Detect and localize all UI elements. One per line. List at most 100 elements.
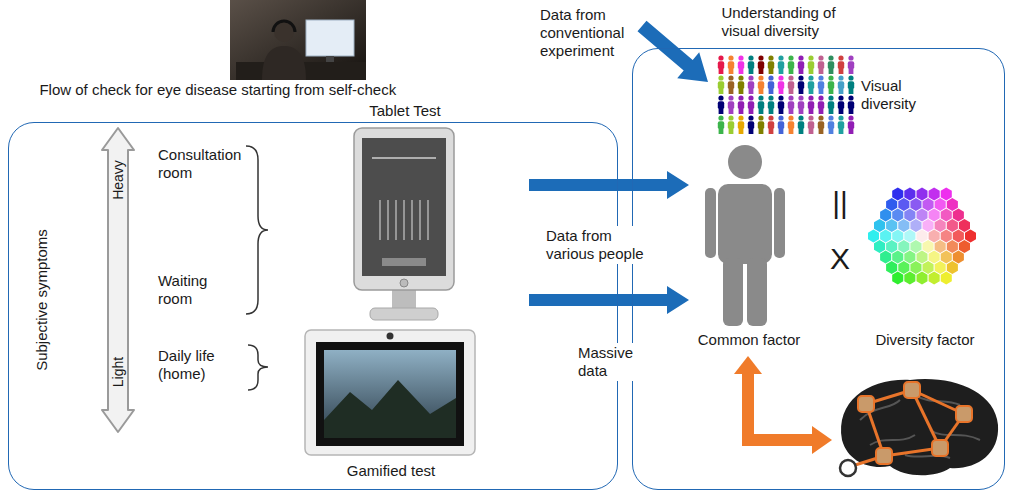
person-figure: [809, 69, 814, 74]
person-figure: [758, 81, 764, 89]
tablet-picture: [396, 200, 397, 240]
person-figure: [828, 61, 834, 69]
person-figure: [789, 109, 794, 114]
data-flow-arrow: [638, 21, 709, 82]
node-heading: Gamified test: [301, 462, 481, 480]
tablet-picture: [400, 279, 408, 287]
person-figure: [798, 101, 804, 109]
brain-network-picture: [840, 460, 856, 476]
person-figure: [818, 101, 824, 109]
color-hexagon: [917, 251, 928, 264]
color-hexagon: [923, 261, 934, 274]
person-figure: [809, 89, 814, 94]
person-figure: [749, 89, 754, 94]
person-figure: [729, 69, 734, 74]
person-figure: [719, 109, 724, 114]
person-figure: [788, 101, 794, 109]
tablet-picture: [372, 157, 436, 159]
person-figure: [758, 75, 763, 80]
person-figure: [728, 75, 733, 80]
visual-diversity-group: Visual diversity: [861, 77, 941, 121]
person-figure: [738, 95, 743, 100]
person-icon: [705, 188, 716, 258]
color-hexagon: [886, 240, 897, 253]
color-hexagon: [910, 219, 921, 232]
person-figure: [778, 75, 783, 80]
person-figure: [749, 69, 754, 74]
person-figure: [758, 115, 763, 120]
person-figure: [758, 55, 763, 60]
person-figure: [818, 95, 823, 100]
person-figure: [718, 75, 723, 80]
color-hexagon: [953, 230, 964, 243]
person-figure: [848, 55, 853, 60]
color-hexagon: [880, 230, 891, 243]
understanding-panel: Understanding of visual diversityVisual …: [632, 48, 1005, 490]
person-figure: [848, 115, 853, 120]
color-hexagon: [892, 230, 903, 243]
person-figure: [848, 95, 853, 100]
person-figure: [779, 69, 784, 74]
tablet-picture: [420, 200, 421, 240]
game-device-picture: [324, 350, 456, 438]
brain-network-picture: [932, 440, 948, 456]
person-figure: [718, 115, 723, 120]
grouping-bracket: [246, 146, 268, 390]
person-figure: [798, 55, 803, 60]
data-arrow: [529, 171, 689, 199]
person-figure: [799, 89, 804, 94]
game-device-picture: [324, 380, 456, 438]
tablet-picture: [380, 200, 381, 240]
person-figure: [718, 95, 723, 100]
person-figure: [808, 55, 813, 60]
person-figure: [808, 81, 814, 89]
math-symbol: X: [830, 241, 850, 276]
person-figure: [849, 109, 854, 114]
person-figure: [748, 115, 753, 120]
brain-network-picture: [858, 396, 874, 412]
color-hexagon: [874, 219, 885, 232]
tablet-test-group: Tablet Test: [351, 102, 529, 325]
severity-double-arrow: [102, 128, 134, 432]
color-hexagon: [935, 198, 946, 211]
person-figure: [728, 115, 733, 120]
person-figure: [838, 75, 843, 80]
color-hexagon: [904, 188, 915, 201]
person-figure: [838, 55, 843, 60]
person-figure: [778, 101, 784, 109]
person-figure: [729, 129, 734, 134]
person-figure: [828, 121, 834, 129]
person-figure: [788, 121, 794, 129]
color-hexagon: [917, 188, 928, 201]
color-hexagon: [898, 261, 909, 274]
experiment-photo: [262, 46, 306, 80]
color-hexagon: [947, 240, 958, 253]
experiment-photo: [273, 21, 295, 32]
person-figure: [829, 129, 834, 134]
person-figure: [758, 95, 763, 100]
person-figure: [788, 115, 793, 120]
feedback-arrow: [734, 356, 762, 374]
person-figure: [798, 75, 803, 80]
person-figure: [818, 55, 823, 60]
person-figure: [799, 69, 804, 74]
person-figure: [838, 101, 844, 109]
person-figure: [728, 121, 734, 129]
person-figure: [768, 101, 774, 109]
person-figure: [768, 95, 773, 100]
feedback-arrow: [734, 356, 832, 454]
person-figure: [729, 109, 734, 114]
tablet-picture: [370, 308, 438, 320]
color-hexagon: [929, 188, 940, 201]
color-hexagon: [935, 240, 946, 253]
person-figure: [849, 89, 854, 94]
color-hexagon: [886, 219, 897, 232]
person-figure: [778, 95, 783, 100]
person-figure: [768, 75, 773, 80]
person-figure: [809, 129, 814, 134]
person-figure: [818, 61, 824, 69]
color-hexagon: [868, 230, 879, 243]
person-figure: [838, 115, 843, 120]
